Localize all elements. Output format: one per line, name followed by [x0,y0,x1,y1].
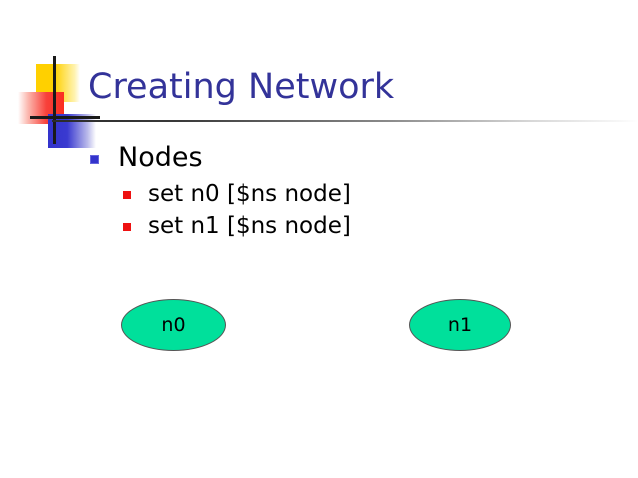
bullet-label: set n0 [$ns node] [148,181,351,207]
slide-body: Nodes set n0 [$ns node] set n1 [$ns node… [88,140,608,242]
bullet-item-level2: set n1 [$ns node] [88,210,608,242]
bullet-item-level2: set n0 [$ns node] [88,178,608,210]
logo-vertical-line-icon [53,56,56,144]
diagram-node-n0: n0 [121,299,226,351]
bullet-square-icon [123,191,131,199]
bullet-label: set n1 [$ns node] [148,213,351,239]
logo-horizontal-line-icon [30,116,100,119]
bullet-square-icon [90,155,99,164]
title-divider [52,120,638,122]
bullet-square-icon [123,223,131,231]
logo-blue-square-icon [48,114,96,148]
bullet-label: Nodes [118,142,203,173]
slide-decoration-logo [18,56,100,148]
diagram-node-n1: n1 [409,299,511,351]
bullet-item-level1: Nodes [88,140,608,176]
slide-title: Creating Network [88,67,395,107]
